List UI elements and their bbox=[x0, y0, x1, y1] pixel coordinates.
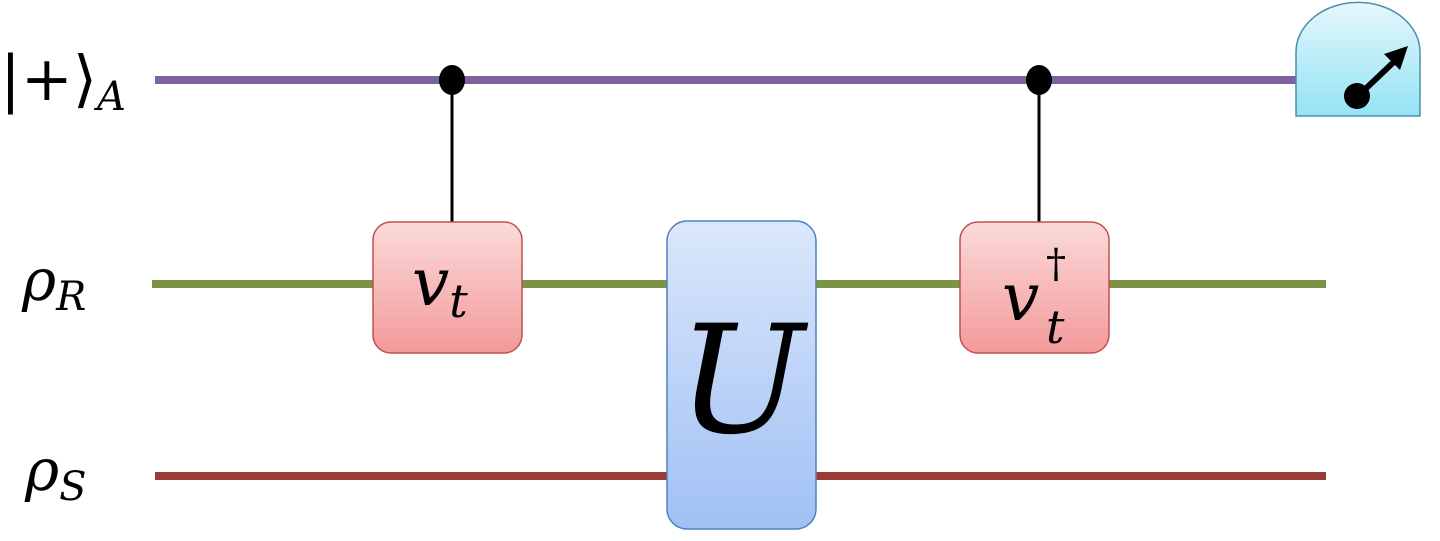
gate-vt-dagger-subscript: t bbox=[1046, 300, 1065, 354]
gate-unitary-label: U bbox=[678, 294, 809, 468]
meter-body bbox=[1295, 1, 1421, 117]
gate-vt-label: vt bbox=[412, 244, 468, 328]
gate-vt-box bbox=[372, 221, 523, 354]
meter-arrowhead bbox=[1384, 46, 1408, 70]
register-label: ρR bbox=[21, 246, 86, 320]
control-dot-vt-dagger bbox=[1026, 65, 1052, 95]
gate-vt-dagger-box bbox=[959, 221, 1110, 354]
gate-unitary: U bbox=[666, 220, 817, 530]
meter-pivot bbox=[1344, 83, 1370, 109]
control-dot-vt bbox=[439, 65, 465, 95]
gate-vt-dagger-superscript: † bbox=[1046, 241, 1066, 287]
gate-unitary-box bbox=[666, 220, 817, 530]
ancilla-label: |+⟩A bbox=[0, 42, 126, 120]
gate-vt: vt bbox=[372, 221, 523, 354]
gate-vt-dagger-label: v bbox=[1002, 259, 1039, 336]
gate-vt-dagger: v † t bbox=[959, 221, 1110, 354]
meter-icon bbox=[1295, 1, 1421, 117]
system-label: ρS bbox=[24, 436, 87, 510]
